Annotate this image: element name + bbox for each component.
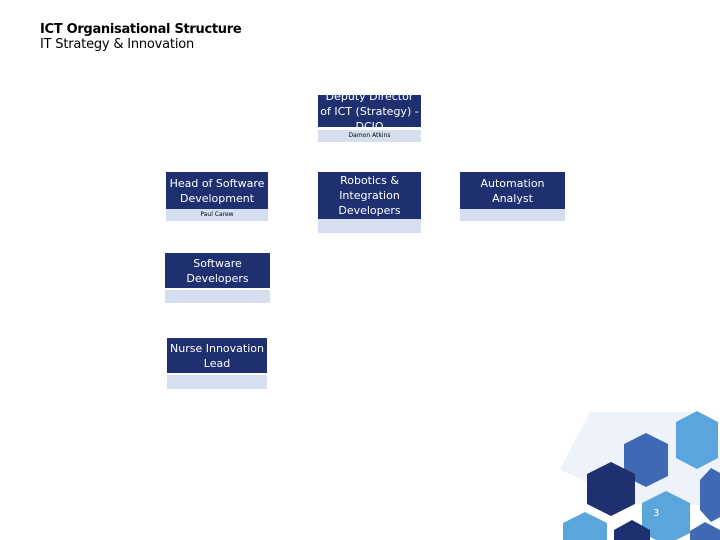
- hexagon-light: [563, 512, 607, 540]
- page-number: 3: [653, 508, 659, 519]
- hexagon-light: [676, 411, 718, 469]
- hexagon-mid: [690, 522, 720, 540]
